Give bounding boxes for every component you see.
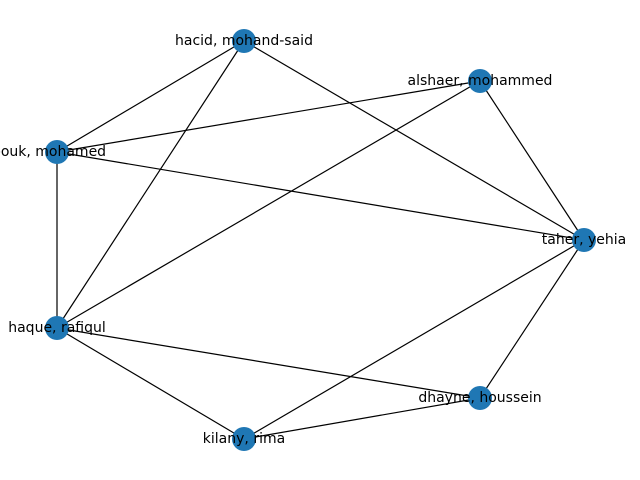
node-taher [572,228,596,252]
node-label-kilany: kilany, rima [203,431,285,447]
edges-layer [56,40,585,440]
node-label-taher: taher, yehia [542,232,626,248]
node-label-hacid: hacid, mohand-said [175,33,313,49]
labels-layer: hacid, mohand-said alshaer, mohammed bouk,… [0,33,626,447]
edge-taher-kilany [243,239,585,440]
node-label-dbouk: bouk, mohamed [0,144,106,160]
node-kilany [232,427,256,451]
node-dhayne [468,386,492,410]
node-dbouk [45,140,69,164]
edge-hacid-taher [243,40,585,241]
node-hacid [232,29,256,53]
edge-alshaer-taher [479,80,585,241]
edge-hacid-haque [56,40,245,329]
edge-alshaer-dbouk [56,80,481,153]
node-label-dhayne: dhayne, houssein [418,390,541,406]
edge-dhayne-kilany [243,397,481,440]
edge-dbouk-taher [56,151,585,241]
edge-hacid-dbouk [56,40,245,153]
node-label-haque: haque, rafiqul [8,320,106,336]
edge-taher-dhayne [479,239,585,399]
edge-haque-dhayne [56,327,481,399]
node-alshaer [468,69,492,93]
node-label-alshaer: alshaer, mohammed [408,73,553,89]
nodes-layer [45,29,596,451]
edge-alshaer-haque [56,80,481,329]
edge-haque-kilany [56,327,245,440]
node-haque [45,316,69,340]
